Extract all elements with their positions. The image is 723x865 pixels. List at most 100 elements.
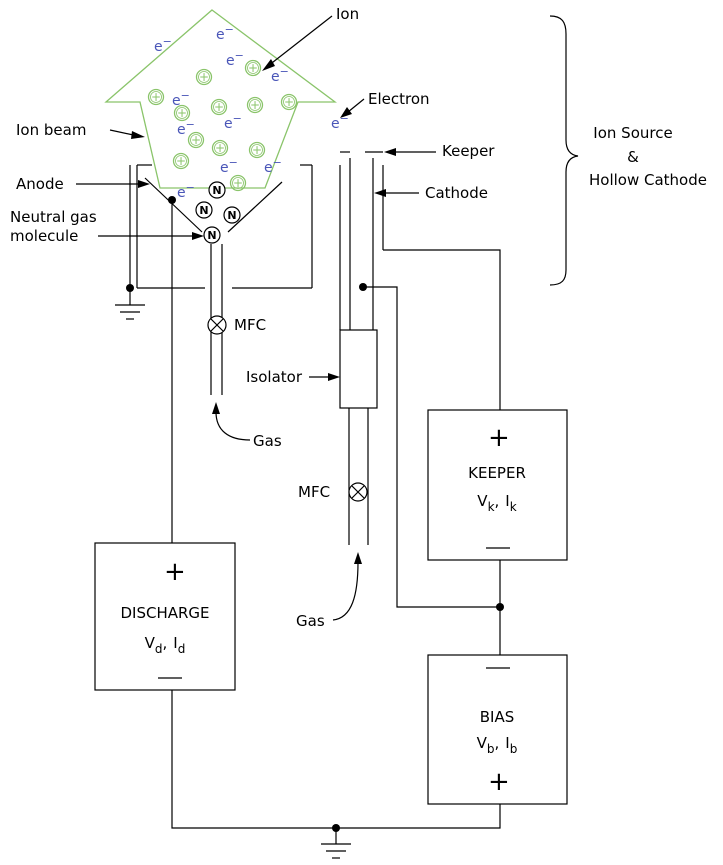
ion-charge: + [284, 95, 294, 109]
electron-label: Electron [368, 90, 430, 108]
neutral-molecule: N [203, 226, 221, 244]
ion-pointer [267, 15, 333, 67]
ion-particle: + [147, 88, 165, 106]
ion-particle: + [173, 104, 191, 122]
neutral-molecule: N [208, 181, 226, 199]
cathode-to-bias-wire [363, 286, 500, 608]
electron-symbol: e− [226, 49, 244, 69]
ion-particle: + [211, 139, 229, 157]
beam-ions: + + + + + + + + + + + + [147, 59, 298, 192]
ion-particle: + [210, 98, 228, 116]
discharge-name: DISCHARGE [120, 604, 209, 622]
neutral-symbol: N [227, 209, 236, 222]
ground-loop-wire [171, 690, 501, 829]
electron-symbol: e− [331, 112, 349, 132]
gas-pointer-1 [215, 411, 251, 441]
neutral-symbol: N [199, 204, 208, 217]
group-label-2: & [627, 148, 639, 166]
mfc-valve-2 [348, 482, 368, 502]
neutral-gas-label-2: molecule [10, 227, 78, 245]
discharge-values: Vd,Id [145, 634, 186, 656]
discharge-supply-box [94, 542, 236, 691]
ion-charge: + [177, 106, 187, 120]
electron-symbol: e− [172, 89, 190, 109]
ion-beam-label: Ion beam [16, 121, 86, 139]
ion-charge: + [252, 143, 262, 157]
gas-label-1: Gas [253, 432, 282, 450]
group-brace [549, 15, 579, 286]
mfc-label-2: MFC [298, 483, 330, 501]
anode-left [144, 177, 203, 233]
neutral-gas-arrowhead [192, 232, 204, 240]
ion-particle: + [248, 141, 266, 159]
keeper-plus: + [488, 423, 510, 453]
ion-charge: + [233, 176, 243, 190]
neutral-symbol: N [212, 184, 221, 197]
bias-name: BIAS [480, 708, 515, 726]
ion-charge: + [199, 70, 209, 84]
ion-particle: + [172, 152, 190, 170]
ion-charge: + [248, 61, 258, 75]
keeper-wire [383, 249, 501, 410]
keeper-name: KEEPER [468, 464, 526, 482]
electron-pointer [347, 98, 365, 113]
neutral-molecule: N [223, 206, 241, 224]
gas-pointer-2 [332, 561, 359, 621]
bias-values: Vb,Ib [477, 734, 518, 756]
ion-charge: + [191, 133, 201, 147]
keeper-label: Keeper [442, 142, 495, 160]
isolator [339, 329, 378, 409]
electron-symbol: e− [271, 65, 289, 85]
gas-arrowhead-1 [212, 402, 220, 414]
keeper-arrowhead [384, 148, 396, 156]
ion-particle: + [246, 96, 264, 114]
group-label-1: Ion Source [593, 124, 672, 142]
ion-particle: + [229, 174, 247, 192]
ion-charge: + [214, 100, 224, 114]
cathode-arrowhead [374, 189, 386, 197]
bias-keeper-node [496, 603, 504, 611]
ion-beam-arrowhead [131, 131, 145, 139]
ion-label: Ion [336, 5, 359, 23]
electron-symbol: e− [220, 156, 238, 176]
electron-symbol: e− [216, 23, 234, 43]
electron-symbol: e− [177, 118, 195, 138]
anode-right [227, 181, 283, 233]
ion-particle: + [195, 68, 213, 86]
electron-symbol: e− [224, 112, 242, 132]
ion-particle: + [244, 59, 262, 77]
keeper-values: Vk,Ik [477, 492, 516, 514]
anode-arrowhead [138, 180, 150, 188]
anode-ground-node [126, 284, 134, 292]
ion-particle: + [280, 93, 298, 111]
beam-electrons: e− e− e− e− e− e− e− e− e− e− e− [154, 23, 349, 201]
electron-arrowhead [340, 107, 352, 118]
electron-symbol: e− [154, 35, 172, 55]
isolator-arrowhead [328, 373, 340, 381]
ion-charge: + [215, 141, 225, 155]
ion-particle: + [187, 131, 205, 149]
keeper-supply-box [427, 409, 568, 561]
ion-charge: + [250, 98, 260, 112]
neutral-molecule: N [195, 201, 213, 219]
gas-arrowhead-2 [354, 552, 362, 564]
mfc-valve-1 [207, 315, 227, 335]
bias-supply-box [427, 654, 568, 805]
electron-symbol: e− [264, 156, 282, 176]
electron-symbol: e− [177, 181, 195, 201]
neutral-gas-label-1: Neutral gas [10, 208, 97, 226]
neutral-symbol: N [207, 229, 216, 242]
ion-charge: + [151, 90, 161, 104]
cathode-label: Cathode [425, 184, 488, 202]
ion-arrowhead [262, 59, 275, 71]
discharge-plus: + [164, 557, 186, 587]
gas-label-2: Gas [296, 612, 325, 630]
mfc-label-1: MFC [234, 316, 266, 334]
anode-label: Anode [16, 175, 64, 193]
isolator-label: Isolator [246, 368, 303, 386]
ion-charge: + [176, 154, 186, 168]
group-label-3: Hollow Cathode [589, 171, 707, 189]
bias-plus: + [488, 767, 510, 797]
